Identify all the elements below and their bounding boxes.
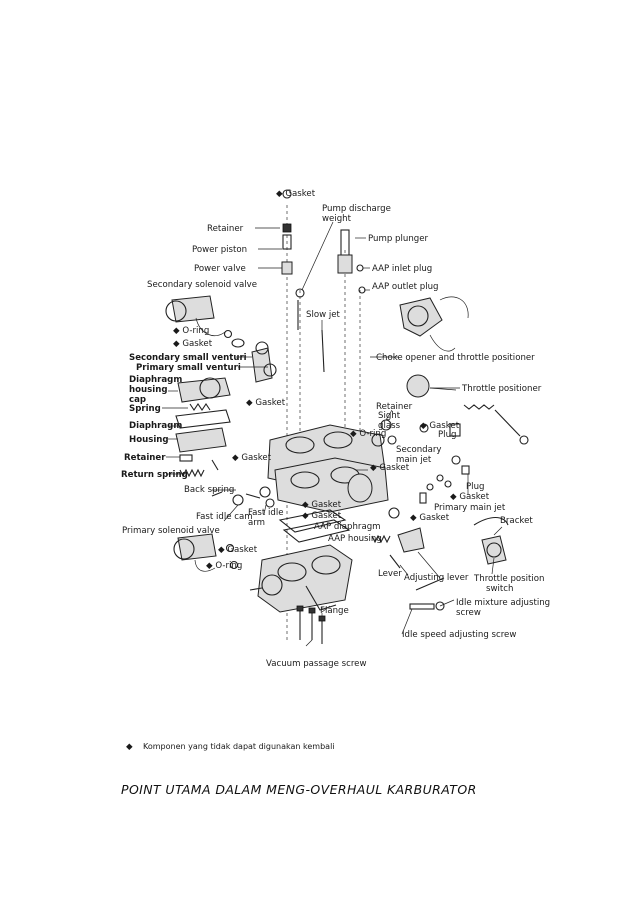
label-slow-jet: Slow jet (306, 310, 341, 320)
label-power-valve: Power valve (194, 264, 246, 274)
label-bracket: Bracket (500, 516, 533, 526)
label-idle-mixture-2: screw (456, 608, 481, 618)
label-o-ring-low: ◆ O-ring (206, 561, 242, 571)
label-plug-right: Plug (438, 430, 456, 440)
label-secondary-small-venturi: Secondary small venturi (129, 353, 247, 363)
label-sight-glass-1: Sight (378, 411, 401, 421)
diamond-icon: ◆ (410, 513, 419, 523)
label-vacuum-passage-screw: Vacuum passage screw (266, 659, 366, 669)
diamond-icon: ◆ (246, 398, 255, 408)
label-pump-discharge-1: Pump discharge (322, 204, 391, 214)
label-flange: Flange (320, 606, 349, 616)
diamond-icon: ◆ (173, 339, 182, 349)
label-throttle-positioner: Throttle positioner (461, 384, 542, 394)
label-gasket-mid: ◆ Gasket (246, 398, 286, 408)
label-secondary-main-jet-2: main jet (396, 455, 432, 465)
label-o-ring-left: ◆ O-ring (173, 326, 209, 336)
label-spring: Spring (129, 404, 161, 414)
diamond-icon: ◆ (126, 742, 133, 752)
label-pump-plunger: Pump plunger (368, 234, 429, 244)
label-aap-housing: AAP housing (328, 534, 382, 544)
legend: ◆ Komponen yang tidak dapat digunakan ke… (126, 742, 335, 752)
page-caption: POINT UTAMA DALAM MENG-OVERHAUL KARBURAT… (121, 782, 477, 797)
label-aap-inlet-plug: AAP inlet plug (372, 264, 432, 274)
label-diaphragm: Diaphragm (129, 421, 182, 431)
diamond-icon: ◆ (218, 545, 227, 555)
label-o-ring-right: ◆ O-ring (350, 429, 386, 439)
label-housing: Housing (129, 435, 169, 445)
label-throttle-position-switch-2: switch (486, 584, 513, 594)
label-gasket-b: ◆ Gasket (302, 511, 342, 521)
diamond-icon: ◆ (450, 492, 459, 502)
diamond-icon: ◆ (302, 511, 311, 521)
label-fast-idle-arm-2: arm (248, 518, 265, 528)
label-gasket-right3: ◆ Gasket (450, 492, 490, 502)
label-secondary-solenoid: Secondary solenoid valve (147, 280, 257, 290)
diamond-icon: ◆ (370, 463, 379, 473)
label-retainer-left: Retainer (124, 453, 166, 463)
label-adjusting-lever: Adjusting lever (404, 573, 469, 583)
diamond-icon: ◆ (420, 421, 429, 431)
label-primary-small-venturi: Primary small venturi (136, 363, 241, 373)
label-retainer-right: Retainer (376, 402, 413, 412)
label-aap-outlet-plug: AAP outlet plug (372, 282, 439, 292)
diamond-icon: ◆ (276, 189, 285, 199)
diamond-icon: ◆ (232, 453, 241, 463)
label-gasket-right: ◆ Gasket (420, 421, 460, 431)
label-retainer-top: Retainer (207, 224, 244, 234)
legend-text: Komponen yang tidak dapat digunakan kemb… (143, 742, 335, 751)
label-throttle-position-switch-1: Throttle position (473, 574, 544, 584)
label-pump-discharge-2: weight (322, 214, 352, 224)
label-sight-glass-2: glass (378, 421, 401, 431)
diamond-icon: ◆ (173, 326, 182, 336)
label-gasket-left: ◆ Gasket (173, 339, 213, 349)
label-plug-right2: Plug (466, 482, 484, 492)
label-idle-mixture-1: Idle mixture adjusting (456, 598, 550, 608)
label-primary-main-jet: Primary main jet (434, 503, 506, 513)
label-idle-speed-screw: Idle speed adjusting screw (402, 630, 516, 640)
label-choke-opener: Choke opener and throttle positioner (376, 353, 535, 363)
parts-artwork (165, 189, 529, 644)
label-diaphragm-housing-cap-1: Diaphragm (129, 375, 182, 385)
label-gasket-low: ◆ Gasket (218, 545, 258, 555)
diamond-icon: ◆ (302, 500, 311, 510)
diamond-icon: ◆ (206, 561, 215, 571)
part-labels: ◆ Gasket Pump discharge weight Retainer … (121, 189, 550, 669)
label-primary-solenoid: Primary solenoid valve (122, 526, 220, 536)
leader-lines (162, 227, 503, 647)
label-gasket-a: ◆ Gasket (302, 500, 342, 510)
label-back-spring: Back spring (184, 485, 234, 495)
label-fast-idle-cam: Fast idle cam (196, 512, 253, 522)
label-diaphragm-housing-cap-3: cap (129, 395, 146, 405)
label-return-spring: Return spring (121, 470, 188, 480)
label-gasket-right2: ◆ Gasket (370, 463, 410, 473)
label-lever: Lever (378, 569, 402, 579)
label-gasket-c: ◆ Gasket (410, 513, 450, 523)
label-gasket-top: ◆ Gasket (276, 189, 316, 199)
label-secondary-main-jet-1: Secondary (396, 445, 442, 455)
label-fast-idle-arm-1: Fast idle (248, 508, 284, 518)
label-gasket-center: ◆ Gasket (232, 453, 272, 463)
label-power-piston: Power piston (192, 245, 247, 255)
label-aap-diaphragm: AAP diaphragm (314, 522, 381, 532)
label-diaphragm-housing-cap-2: housing (129, 385, 167, 395)
diamond-icon: ◆ (350, 429, 359, 439)
